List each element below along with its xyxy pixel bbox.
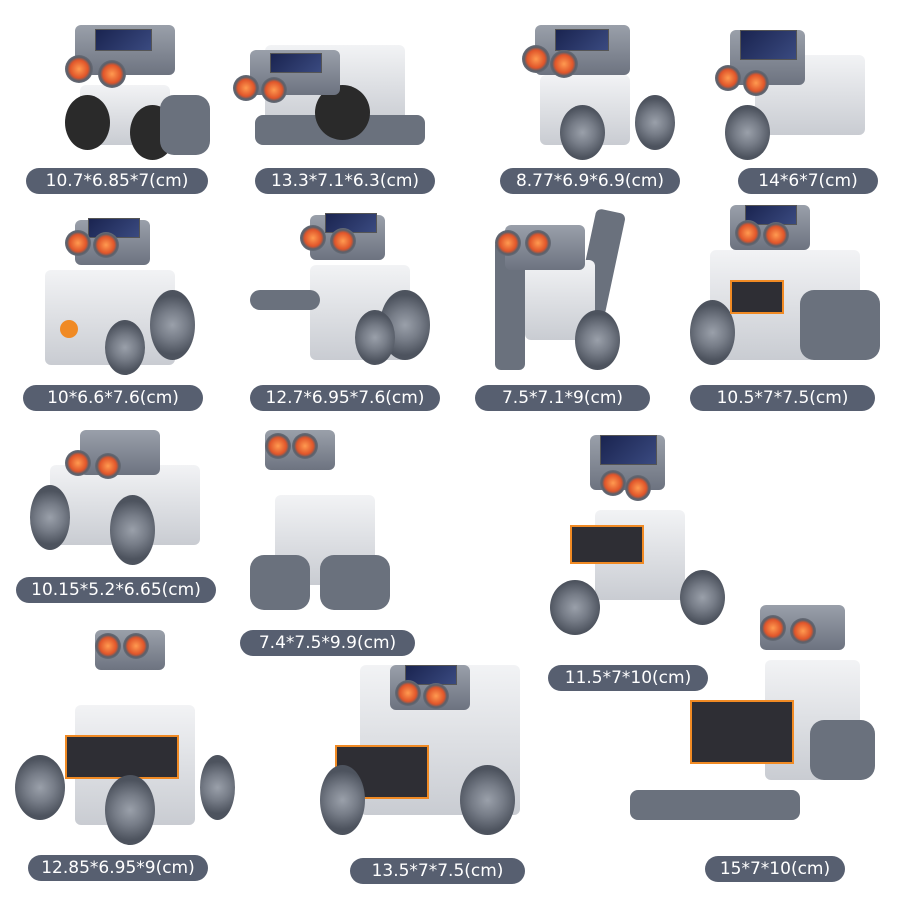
eye-icon [495, 230, 521, 256]
dimension-label: 12.7*6.95*7.6(cm) [250, 385, 440, 411]
dimension-label: 14*6*7(cm) [738, 168, 878, 194]
dimension-label: 12.85*6.95*9(cm) [28, 855, 208, 881]
dimension-label: 7.5*7.1*9(cm) [475, 385, 650, 411]
eye-icon [123, 633, 149, 659]
robot-model-4: 14*6*7(cm) [710, 10, 900, 200]
robot-image [485, 208, 655, 380]
robot-image [715, 15, 895, 165]
eye-icon [550, 50, 578, 78]
eye-icon [292, 433, 318, 459]
dimension-label: 7.4*7.5*9.9(cm) [240, 630, 415, 656]
eye-icon [735, 220, 761, 246]
robot-image [690, 200, 880, 375]
robot-model-14: 15*7*10(cm) [620, 600, 900, 885]
eye-icon [522, 45, 550, 73]
dimension-label: 10.5*7*7.5(cm) [690, 385, 875, 411]
robot-model-7: 7.5*7.1*9(cm) [470, 205, 670, 415]
robot-image [30, 425, 220, 565]
eye-icon [625, 475, 651, 501]
eye-icon [65, 450, 91, 476]
robot-image [225, 15, 455, 165]
robot-model-1: 10.7*6.85*7(cm) [20, 10, 230, 200]
robot-model-3: 8.77*6.9*6.9(cm) [490, 10, 690, 200]
dimension-label: 10.7*6.85*7(cm) [26, 168, 208, 194]
dimension-label: 10*6.6*7.6(cm) [23, 385, 203, 411]
dimension-label: 8.77*6.9*6.9(cm) [500, 168, 680, 194]
eye-icon [261, 77, 287, 103]
robot-model-6: 12.7*6.95*7.6(cm) [240, 205, 450, 415]
eye-icon [525, 230, 551, 256]
eye-icon [423, 683, 449, 709]
robot-image [240, 425, 410, 615]
eye-icon [95, 633, 121, 659]
eye-icon [95, 453, 121, 479]
robot-model-9: 10.15*5.2*6.65(cm) [10, 420, 220, 610]
robot-model-5: 10*6.6*7.6(cm) [20, 205, 230, 415]
eye-icon [743, 70, 769, 96]
eye-icon [65, 230, 91, 256]
eye-icon [98, 60, 126, 88]
eye-icon [715, 65, 741, 91]
dimension-label: 11.5*7*10(cm) [548, 665, 708, 691]
dimension-label: 15*7*10(cm) [705, 856, 845, 882]
robot-image [545, 430, 735, 640]
robot-model-8: 10.5*7*7.5(cm) [690, 200, 900, 415]
eye-icon [233, 75, 259, 101]
eye-icon [760, 615, 786, 641]
eye-icon [93, 232, 119, 258]
eye-icon [790, 618, 816, 644]
robot-image [320, 655, 530, 845]
robot-model-12: 12.85*6.95*9(cm) [10, 625, 240, 885]
eye-icon [265, 433, 291, 459]
robot-image [620, 600, 890, 845]
eye-icon [395, 680, 421, 706]
robot-image [500, 15, 680, 165]
dimension-label: 10.15*5.2*6.65(cm) [16, 577, 216, 603]
eye-icon [300, 225, 326, 251]
eye-icon [65, 55, 93, 83]
robot-image [15, 625, 235, 850]
robot-model-2: 13.3*7.1*6.3(cm) [225, 10, 455, 200]
robot-image [30, 210, 210, 380]
robot-image [40, 15, 210, 165]
eye-icon [600, 470, 626, 496]
robot-model-11: 11.5*7*10(cm) [540, 430, 740, 695]
robot-model-13: 13.5*7*7.5(cm) [320, 655, 530, 885]
robot-model-10: 7.4*7.5*9.9(cm) [230, 420, 430, 665]
dimension-label: 13.5*7*7.5(cm) [350, 858, 525, 884]
robot-image [240, 210, 440, 380]
eye-icon [763, 222, 789, 248]
dimension-label: 13.3*7.1*6.3(cm) [255, 168, 435, 194]
eye-icon [330, 228, 356, 254]
